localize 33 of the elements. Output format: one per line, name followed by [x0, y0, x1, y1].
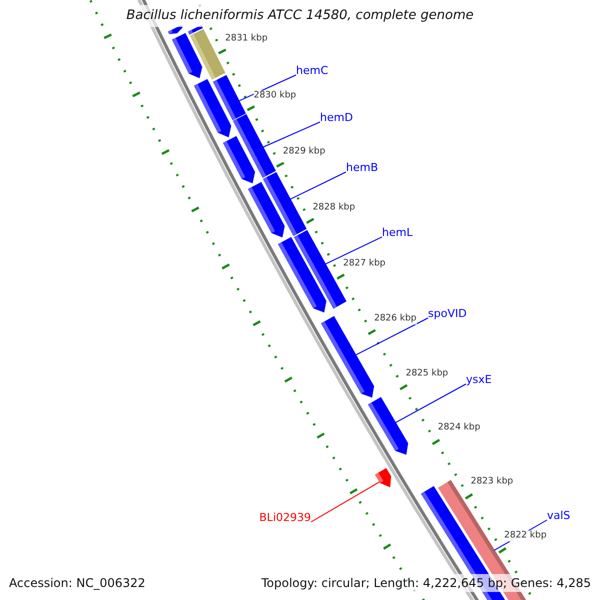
gene-feature	[248, 182, 285, 238]
gene-label: hemC	[296, 64, 328, 78]
gene-label: hemL	[382, 226, 413, 240]
tick-label: 2824 kbp	[438, 422, 480, 434]
tick-label: 2827 kbp	[343, 258, 386, 270]
gene-feature	[374, 468, 392, 487]
leader-line	[394, 384, 466, 424]
gene-feature	[368, 397, 408, 455]
gene-label: spoVID	[428, 307, 467, 321]
gene-label: valS	[547, 509, 570, 523]
gene-label: ysxE	[466, 373, 492, 387]
gene-feature	[194, 78, 232, 137]
leader-line	[262, 122, 320, 148]
tick-label: 2830 kbp	[254, 90, 296, 102]
gene-feature	[321, 316, 374, 398]
tick-label: 2822 kbp	[504, 530, 547, 542]
tick-label: 2826 kbp	[374, 313, 417, 324]
gene-feature	[190, 28, 225, 80]
gene-label: hemB	[346, 161, 378, 175]
gene-label: BLi02939	[259, 511, 311, 525]
leader-line	[356, 318, 428, 356]
tick-label: 2825 kbp	[406, 368, 448, 380]
tick-label: 2823 kbp	[470, 476, 514, 488]
tick-label: 2829 kbp	[282, 146, 326, 158]
leader-line	[290, 172, 346, 200]
gene-feature	[223, 136, 256, 183]
tick-label: 2831 kbp	[225, 34, 268, 45]
leader-line	[238, 74, 296, 102]
leader-line	[310, 481, 380, 522]
gene-label: hemD	[320, 111, 353, 125]
leader-line	[325, 236, 382, 264]
tick-label: 2828 kbp	[312, 202, 356, 214]
gene-feature	[278, 237, 326, 313]
